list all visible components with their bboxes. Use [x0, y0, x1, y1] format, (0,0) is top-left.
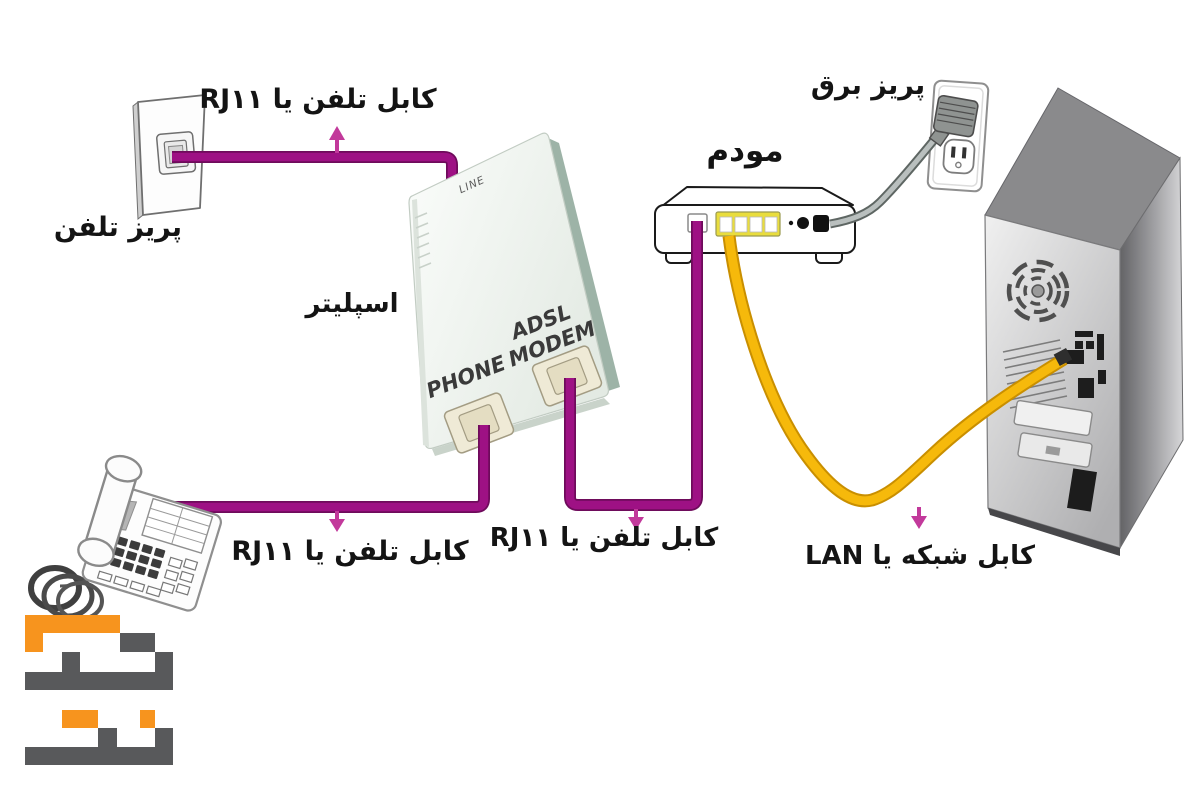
splitter-phone-cable: [152, 425, 490, 513]
label-phone-socket: پریز تلفن: [53, 212, 183, 243]
speed-dial-grid-icon: [141, 497, 214, 555]
fan-grille-icon: [1006, 259, 1070, 323]
modem-lan-ports-icon: [715, 211, 781, 237]
keypad-icon: [110, 536, 166, 580]
label-splitter: اسپلیتر: [305, 289, 399, 319]
label-wall-cable: کابل تلفن یا RJ۱۱: [199, 84, 437, 115]
outlet-receptacle-icon: [942, 138, 976, 175]
splitter-phone-port-icon: [443, 392, 515, 454]
down-arrow-icon-lan-cable: [911, 507, 927, 529]
label-lan-cable: کابل شبکه یا LAN: [804, 541, 1036, 571]
label-modem: مودم: [706, 133, 784, 169]
io-ports-icon: [1066, 331, 1106, 398]
handset-icon: [77, 454, 143, 568]
lan-cable: [722, 235, 1073, 508]
down-arrow-icon-phone-cable: [329, 511, 345, 532]
computer-tower-illustration: [984, 87, 1184, 556]
label-modem-cable: کابل تلفن یا RJ۱۱: [489, 523, 719, 553]
telephone-line-cable: [172, 151, 458, 180]
power-plug-icon: [928, 94, 979, 147]
up-arrow-icon: [329, 126, 345, 153]
modem-power-button-icon: [797, 217, 809, 229]
adsl-splitter-illustration: LINE PHONE ADSL MODEM: [408, 132, 620, 456]
telephone-illustration: [28, 454, 222, 621]
brand-logo: [25, 615, 173, 765]
modem-illustration: [654, 186, 856, 264]
label-power-outlet: پریز برق: [810, 70, 926, 101]
label-phone-cable: کابل تلفن یا RJ۱۱: [231, 536, 469, 567]
phone-wall-socket-illustration: [132, 94, 206, 221]
modem-power-jack-icon: [813, 215, 829, 232]
modem-reset-icon: [788, 220, 794, 226]
splitter-modem-cable: [564, 221, 703, 511]
down-arrow-icon-modem-cable: [628, 509, 644, 530]
